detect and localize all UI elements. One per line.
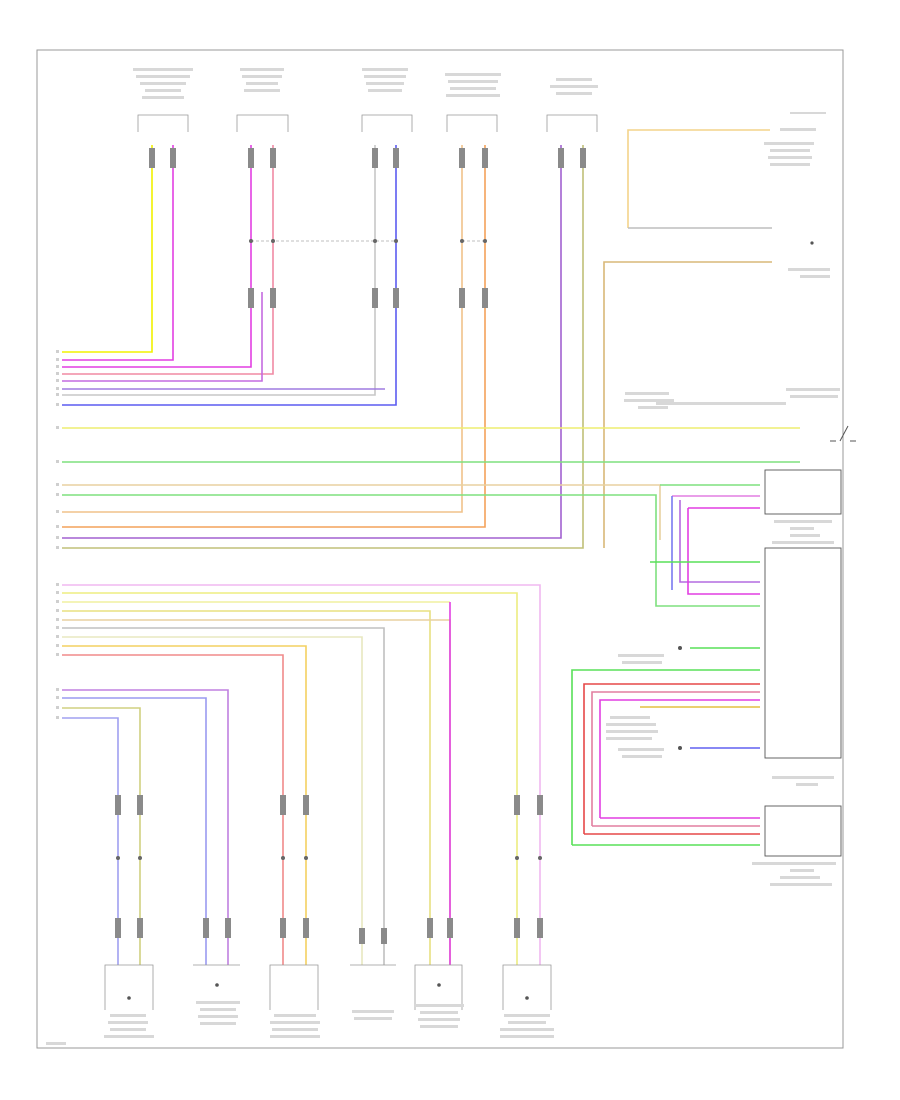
wire-orange-c4 bbox=[62, 145, 486, 528]
module-b-box bbox=[764, 547, 842, 759]
ground-symbol-icon bbox=[810, 241, 814, 245]
wire-bundle-center bbox=[62, 145, 586, 549]
wire-violet-c5 bbox=[62, 145, 562, 539]
connector-top-3 bbox=[361, 114, 413, 132]
left-pin-numbers bbox=[56, 350, 59, 719]
ground-symbol-icon bbox=[525, 996, 529, 1000]
wire-green-short bbox=[62, 494, 760, 607]
ground-symbol-icon bbox=[437, 983, 441, 987]
splice-icon bbox=[678, 646, 682, 650]
wire-magenta-c1 bbox=[62, 145, 174, 361]
wire-bundle-lower bbox=[62, 584, 543, 965]
wire-olive-c5 bbox=[62, 145, 584, 549]
diagram-frame bbox=[36, 49, 844, 1049]
top-right-module bbox=[603, 112, 830, 548]
bottom-sensor-connectors bbox=[46, 964, 554, 1045]
connector-top-5 bbox=[546, 114, 598, 132]
long-horizontal-wires bbox=[62, 388, 856, 607]
connector-top-1 bbox=[137, 114, 189, 132]
module-c-box bbox=[764, 805, 842, 857]
wire-tan-c4 bbox=[62, 145, 463, 513]
wire-violet-a-drop bbox=[679, 500, 760, 583]
module-a-box bbox=[764, 469, 842, 515]
switch-icon bbox=[830, 425, 856, 442]
wire-violet-c2c bbox=[62, 292, 263, 382]
module-b-lower-wires bbox=[571, 669, 760, 845]
wire-magenta-a-drop bbox=[687, 508, 760, 595]
wire-magenta-c2a bbox=[62, 145, 252, 368]
wire-tan-module-top bbox=[627, 129, 770, 228]
connector-top-2 bbox=[236, 114, 289, 132]
wire-tan-long bbox=[603, 261, 772, 548]
connector-top-4 bbox=[446, 114, 498, 132]
splice-icon bbox=[678, 746, 682, 750]
wire-blue-c3 bbox=[62, 145, 397, 406]
right-modules bbox=[571, 469, 842, 886]
ground-symbol-icon bbox=[127, 996, 131, 1000]
wire-yellow-c1 bbox=[62, 145, 153, 353]
top-sensor-connectors bbox=[133, 68, 598, 132]
wire-pink-c2b bbox=[62, 145, 274, 375]
ground-symbol-icon bbox=[215, 983, 219, 987]
wire-bundle-top bbox=[62, 145, 399, 406]
wire-gray-c3 bbox=[62, 145, 376, 396]
